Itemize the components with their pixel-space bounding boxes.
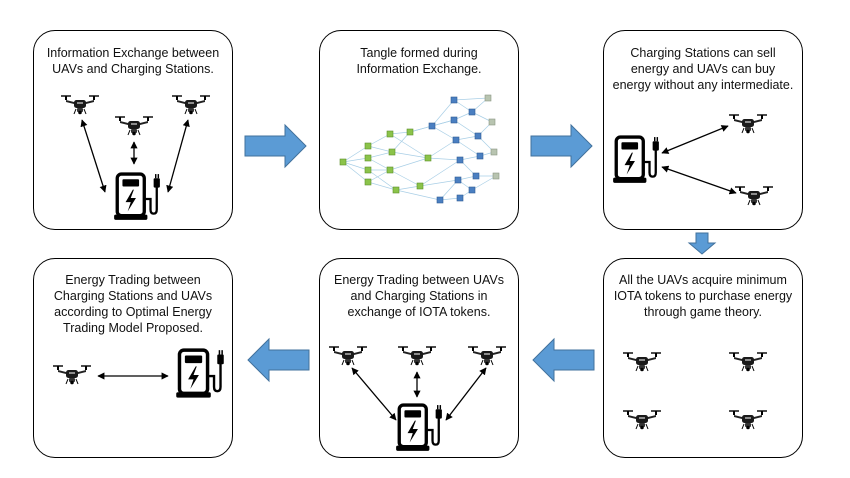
drone-icon: [728, 410, 768, 430]
panel-title: Energy Trading between UAVs and Charging…: [333, 273, 504, 319]
panel-title: Tangle formed during Information Exchang…: [356, 46, 482, 76]
drone-icon: [622, 410, 662, 430]
charging-station-icon: [396, 403, 442, 453]
drone-icon: [60, 95, 100, 116]
panel-title: All the UAVs acquire minimum IOTA tokens…: [613, 273, 793, 319]
charging-station-icon: [114, 172, 160, 222]
panel-3-graphics: [613, 114, 774, 207]
charging-station-icon: [176, 348, 224, 400]
exchange-arrow: [80, 119, 107, 193]
flow-arrow-left-1: [532, 337, 595, 383]
exchange-arrow: [166, 119, 190, 193]
trade-arrow: [661, 165, 737, 195]
drone-icon: [622, 352, 662, 372]
drone-icon: [328, 346, 368, 366]
tangle-graph: [339, 94, 500, 204]
flow-arrow-left-2: [247, 337, 310, 383]
flow-arrow-right-1: [244, 123, 307, 169]
panel-title: Energy Trading between Charging Stations…: [53, 273, 213, 335]
drone-icon: [52, 365, 92, 385]
panel-tangle: Tangle formed during Information Exchang…: [319, 30, 519, 230]
drone-icon: [114, 116, 154, 137]
drone-icon: [728, 114, 768, 135]
drone-icon: [467, 346, 507, 366]
panel-title: Information Exchange between UAVs and Ch…: [46, 46, 220, 76]
trade-arrow: [445, 367, 487, 421]
panel-1-graphics: [60, 95, 211, 222]
panel-6-graphics: [52, 348, 224, 400]
trade-arrow: [661, 125, 729, 154]
panel-title: Charging Stations can sell energy and UA…: [612, 46, 794, 92]
drone-icon: [734, 186, 774, 207]
trade-arrow: [351, 367, 397, 421]
drone-icon: [397, 346, 437, 366]
flow-arrow-down: [687, 232, 717, 255]
drone-icon: [728, 352, 768, 372]
panel-info-exchange: Information Exchange between UAVs and Ch…: [33, 30, 233, 230]
flow-arrow-right-2: [530, 123, 593, 169]
panel-4-graphics: [622, 352, 768, 430]
panel-5-graphics: [328, 346, 507, 453]
drone-icon: [171, 95, 211, 116]
charging-station-icon: [613, 135, 659, 185]
panel-iota-tokens: All the UAVs acquire minimum IOTA tokens…: [603, 258, 803, 458]
